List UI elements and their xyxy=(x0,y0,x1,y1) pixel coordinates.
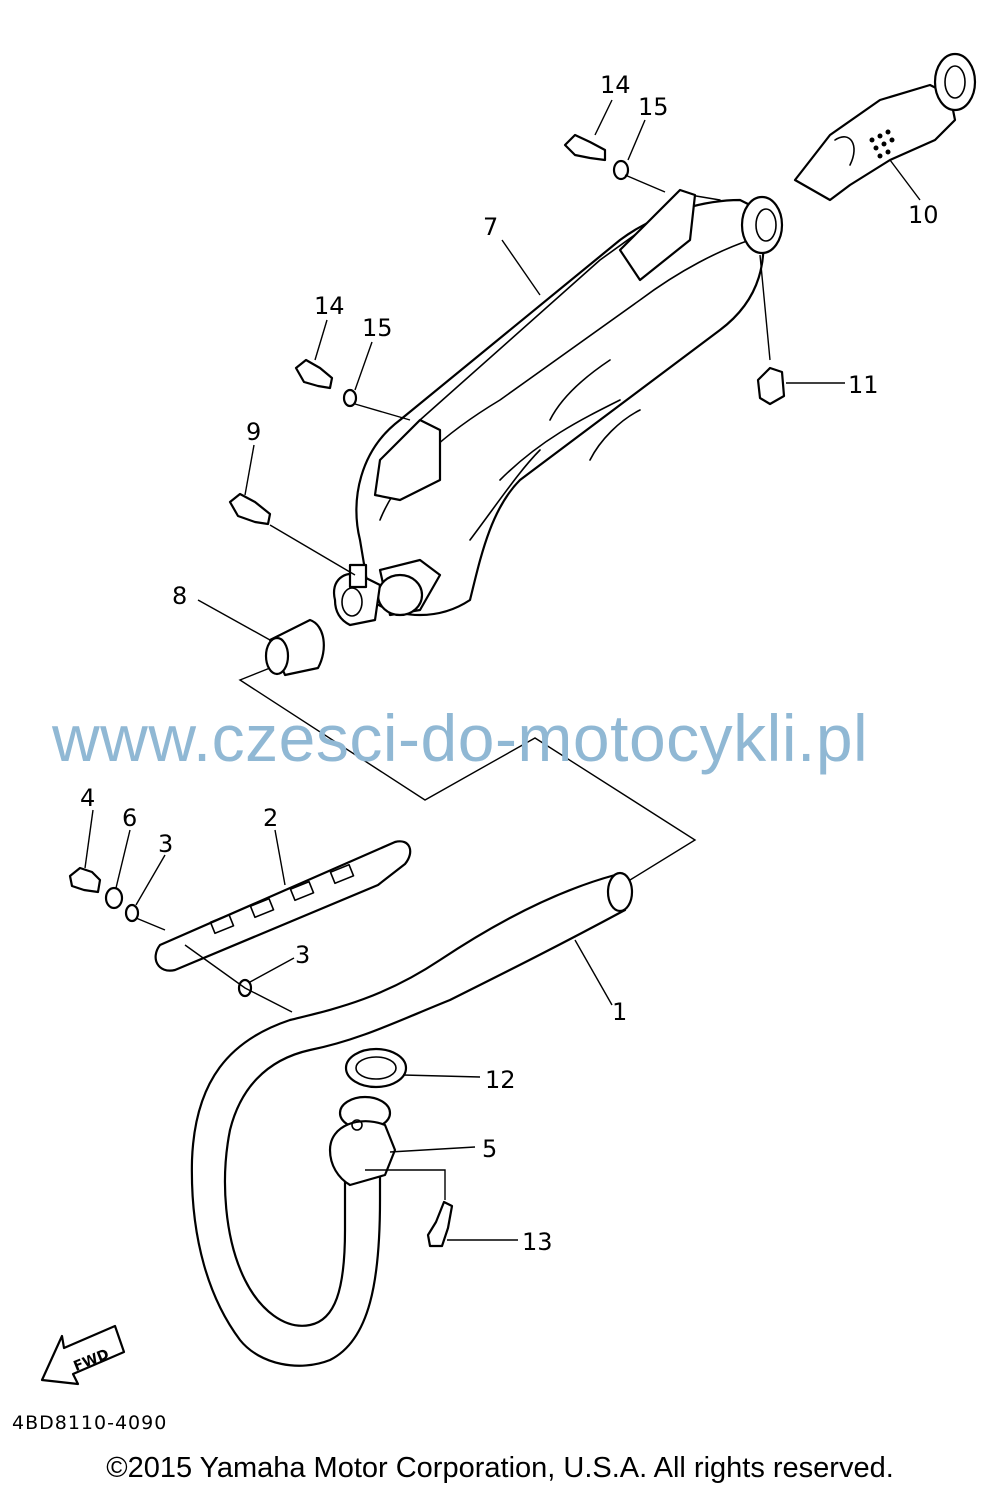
bolt-part-14-top xyxy=(563,133,607,162)
leader-lines xyxy=(84,99,921,1241)
callout-14b: 14 xyxy=(314,292,345,320)
callout-7: 7 xyxy=(483,213,498,241)
callout-3b: 3 xyxy=(295,941,310,969)
callout-11: 11 xyxy=(848,371,879,399)
exhaust-pipe-part-1 xyxy=(190,871,634,1367)
callout-14a: 14 xyxy=(600,71,631,99)
silencer-perforation xyxy=(869,129,895,159)
bolt-part-13 xyxy=(426,1200,454,1248)
callout-12: 12 xyxy=(485,1066,516,1094)
callout-5: 5 xyxy=(482,1135,497,1163)
callout-2: 2 xyxy=(263,804,278,832)
watermark-text: www.czesci-do-motocykli.pl xyxy=(52,701,869,775)
callout-15b: 15 xyxy=(362,314,393,342)
callout-1: 1 xyxy=(612,998,627,1026)
callout-4: 4 xyxy=(80,784,95,812)
gasket-part-12 xyxy=(344,1047,408,1089)
callout-3a: 3 xyxy=(158,830,173,858)
callout-13: 13 xyxy=(522,1228,553,1256)
flange-part-5 xyxy=(328,1095,397,1187)
bolt-part-9 xyxy=(228,492,272,526)
silencer-part-10 xyxy=(793,52,977,202)
callout-numbers: 1 2 3 3 4 5 6 7 8 9 10 11 12 13 14 14 15… xyxy=(80,71,939,1256)
callout-10: 10 xyxy=(908,201,939,229)
washer-part-6 xyxy=(104,886,124,910)
washer-part-15-top xyxy=(612,159,630,181)
bolt-part-14-mid xyxy=(294,358,334,390)
protector-part-2 xyxy=(154,840,412,972)
bolt-part-4 xyxy=(68,866,102,894)
diagram-code: 4BD8110-4090 xyxy=(12,1412,168,1434)
callout-9: 9 xyxy=(246,418,261,446)
callout-6: 6 xyxy=(122,804,137,832)
washer-part-15-mid xyxy=(342,388,358,408)
callout-15a: 15 xyxy=(638,93,669,121)
muffler-part-7 xyxy=(332,188,784,627)
fwd-arrow-icon: FWD xyxy=(40,1324,126,1386)
gasket-part-8 xyxy=(264,618,325,677)
bolt-part-11 xyxy=(756,366,786,406)
copyright-notice: ©2015 Yamaha Motor Corporation, U.S.A. A… xyxy=(106,1452,894,1484)
washer-part-3-upper xyxy=(124,903,140,923)
callout-8: 8 xyxy=(172,582,187,610)
